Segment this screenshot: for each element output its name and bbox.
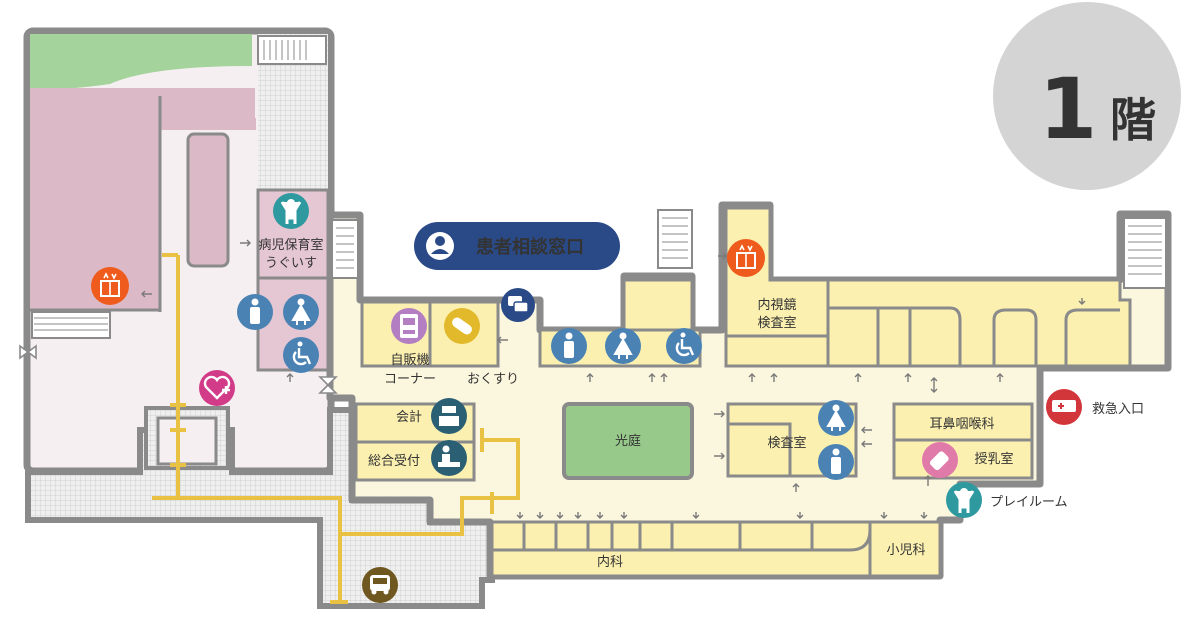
room-labels: 病児保育室 うぐいす 自販機 コーナー おくすり 会計 総合受付 光庭 内視鏡 … <box>258 237 1144 570</box>
pharmacy-label: おくすり <box>467 372 519 387</box>
internal-medicine-label: 内科 <box>597 554 623 570</box>
stairs-left <box>31 311 111 339</box>
emergency-label: 救急入口 <box>1092 401 1144 417</box>
courtyard-label: 光庭 <box>615 433 641 449</box>
floor-number: 1 <box>1039 60 1097 158</box>
heart-plus-icon <box>199 370 235 406</box>
reception-label: 総合受付 <box>368 454 420 469</box>
elevator-icon[interactable] <box>91 267 129 305</box>
garden-area <box>30 34 252 90</box>
accessible-toilet-icon <box>283 337 319 373</box>
pillar-room <box>186 132 230 268</box>
vending-label-2: コーナー <box>384 372 436 387</box>
exam-label: 検査室 <box>767 435 806 451</box>
stairs-right <box>1123 217 1167 289</box>
female-toilet-icon <box>283 294 319 330</box>
bus-icon <box>362 567 398 603</box>
cash-register-icon <box>431 398 467 434</box>
stairs-upper <box>657 209 693 269</box>
speech-bubble-icon[interactable] <box>501 288 535 322</box>
endoscopy-label-2: 検査室 <box>757 315 796 331</box>
guide-routes <box>152 253 520 604</box>
ent-label: 耳鼻咽喉科 <box>929 416 994 432</box>
right-room-row <box>826 278 1132 368</box>
endoscopy-label-1: 内視鏡 <box>757 297 796 313</box>
endoscopy-room <box>724 206 830 368</box>
stairs-top <box>257 35 327 65</box>
direction-arrows <box>141 239 1086 519</box>
consult-label: 患者相談窓口 <box>476 236 584 258</box>
ambulance-icon <box>1046 389 1082 425</box>
child-icon <box>946 482 982 518</box>
inpatient-block-c <box>30 88 256 130</box>
male-toilet-icon <box>818 444 854 480</box>
female-toilet-icon <box>605 328 641 364</box>
reception-desk-icon <box>431 440 467 476</box>
stairs-center <box>331 219 359 279</box>
floor-badge: 1 階 <box>993 2 1181 190</box>
nursery-label-1: 病児保育室 <box>258 237 323 253</box>
pediatrics-label: 小児科 <box>886 543 925 558</box>
left-wing <box>23 27 495 609</box>
elevator-icon[interactable] <box>727 239 765 277</box>
male-toilet-icon <box>237 294 273 330</box>
consult-callout[interactable]: 患者相談窓口 <box>414 222 620 270</box>
vending-label-1: 自販機 <box>390 353 429 368</box>
courtyard-room <box>562 402 694 480</box>
baby-bottle-icon <box>922 442 958 478</box>
female-toilet-icon <box>818 400 854 436</box>
floor-suffix: 階 <box>1110 93 1156 147</box>
playroom-label: プレイルーム <box>990 495 1068 510</box>
male-toilet-icon <box>551 328 587 364</box>
accounting-label: 会計 <box>396 409 422 425</box>
nursing-label: 授乳室 <box>974 451 1013 467</box>
accessible-toilet-icon <box>666 328 702 364</box>
medicine-icon <box>444 308 480 344</box>
vending-machine-icon <box>391 308 427 344</box>
doors <box>19 344 338 394</box>
child-icon <box>273 193 309 229</box>
nursery-label-2: うぐいす <box>265 256 317 271</box>
tile-area-top <box>258 34 328 190</box>
